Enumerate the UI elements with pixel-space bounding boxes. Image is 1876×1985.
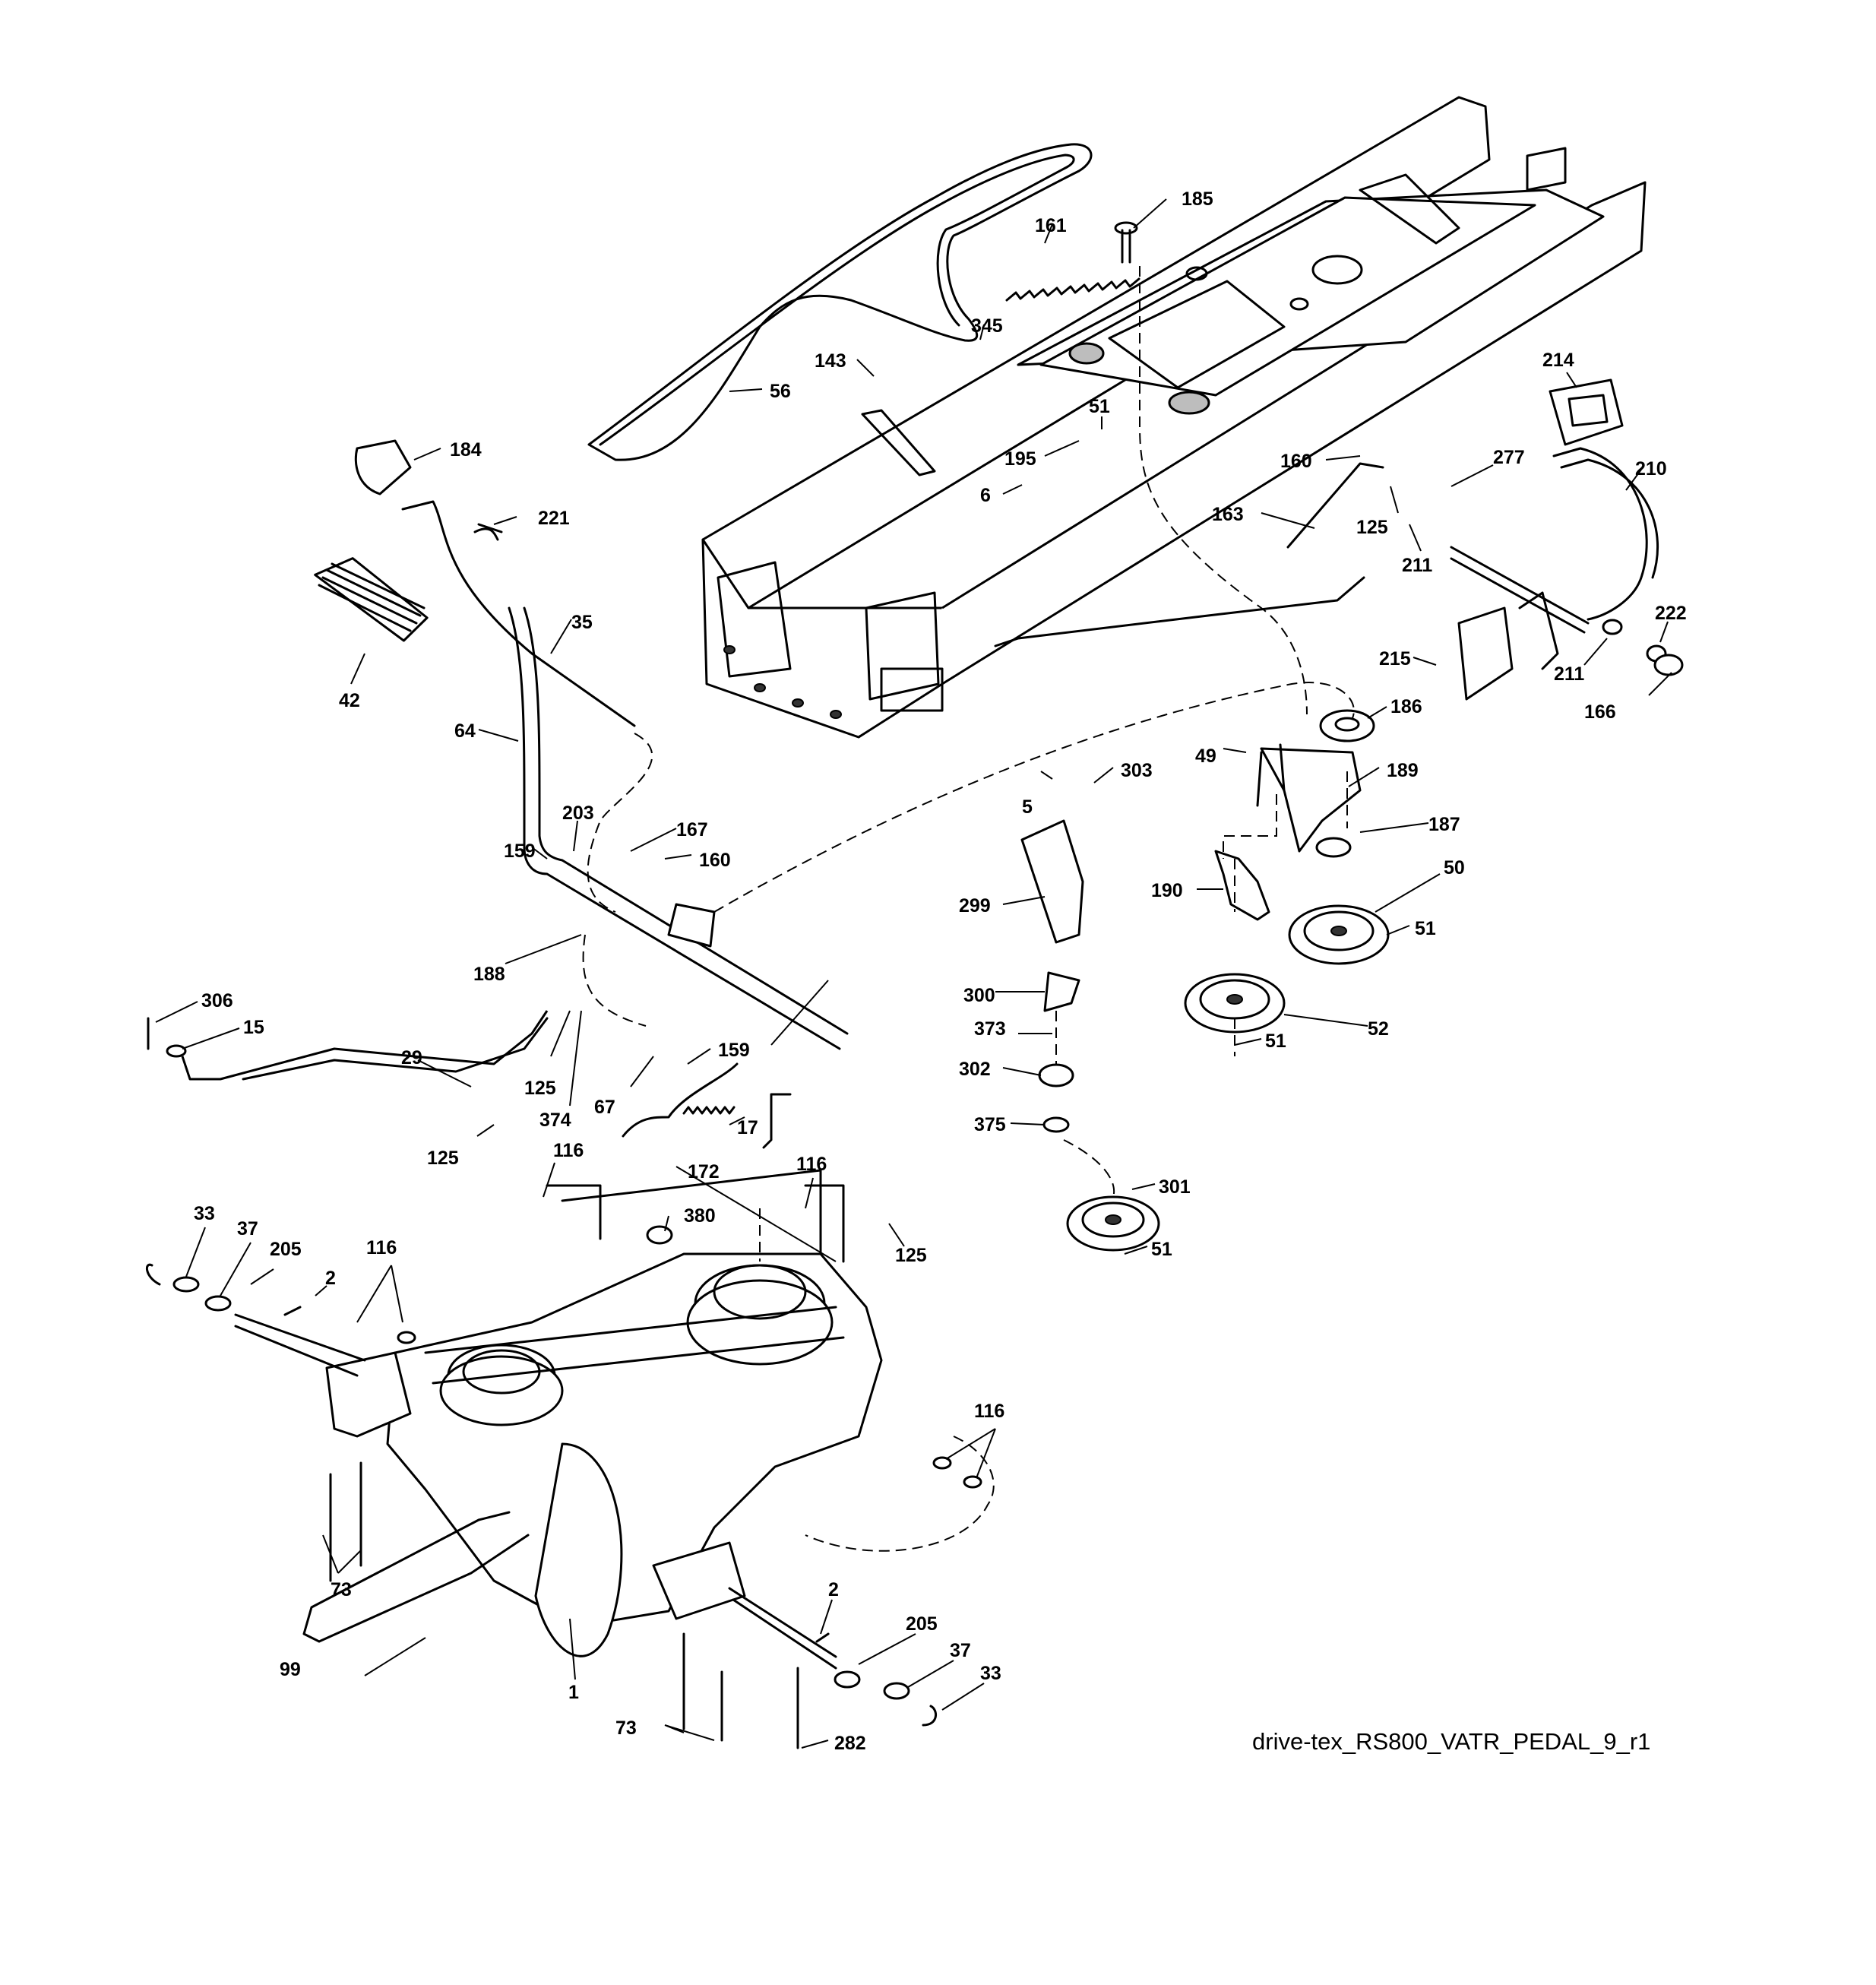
callout-375: 375 [974,1114,1006,1135]
callout-42: 42 [339,690,360,711]
callout-190: 190 [1151,880,1183,901]
callout-labels: 185 161 345 143 56 51 195 6 184 221 35 4… [194,188,1687,1754]
callout-33: 33 [194,1203,215,1224]
callout-56: 56 [770,381,791,402]
callout-51: 51 [1089,396,1110,417]
callout-345: 345 [971,315,1003,337]
frame-assembly [701,96,1647,739]
callout-380: 380 [684,1205,716,1227]
callout-188: 188 [473,964,505,985]
callout-116: 116 [366,1237,397,1258]
callout-214: 214 [1542,350,1574,371]
callout-50: 50 [1444,857,1465,879]
callout-172: 172 [688,1161,720,1182]
diagram-caption: drive-tex_RS800_VATR_PEDAL_9_r1 [1252,1728,1650,1755]
callout-6: 6 [980,485,991,506]
callout-302: 302 [959,1059,991,1080]
callout-187: 187 [1428,814,1460,835]
callout-5: 5 [1022,796,1033,818]
callout-205: 205 [906,1613,938,1635]
callout-2: 2 [828,1579,839,1600]
callout-99: 99 [280,1659,301,1680]
drive-belt [587,143,1093,461]
callout-195: 195 [1004,448,1036,470]
callout-160: 160 [699,850,731,871]
pedal-assembly [147,439,849,1149]
callout-373: 373 [974,1018,1006,1040]
callout-49: 49 [1195,746,1216,767]
spring-161 [1005,277,1140,302]
callout-160: 160 [1280,451,1312,472]
callout-210: 210 [1635,458,1667,480]
callout-116: 116 [974,1401,1004,1422]
callout-37: 37 [237,1218,258,1239]
callout-161: 161 [1035,215,1067,236]
callout-215: 215 [1379,648,1411,670]
callout-163: 163 [1212,504,1244,525]
callout-189: 189 [1387,760,1419,781]
callout-301: 301 [1159,1176,1191,1198]
hardware [145,1263,982,1749]
callout-1: 1 [568,1682,579,1703]
callout-143: 143 [815,350,846,372]
callout-64: 64 [454,720,476,742]
callout-125: 125 [895,1245,927,1266]
callout-116: 116 [553,1140,584,1161]
callout-67: 67 [594,1097,615,1118]
callout-211: 211 [1554,663,1584,685]
cruise-pedal-assembly [994,378,1684,701]
callout-125: 125 [524,1078,556,1099]
callout-167: 167 [676,819,708,841]
callout-282: 282 [834,1733,866,1754]
callout-73: 73 [615,1717,637,1739]
callout-222: 222 [1655,603,1687,624]
callout-35: 35 [571,612,593,633]
callout-211: 211 [1402,555,1432,576]
callout-300: 300 [963,985,995,1006]
callout-184: 184 [450,439,482,461]
callout-51: 51 [1265,1030,1286,1052]
callout-159: 159 [504,841,536,862]
callout-51: 51 [1151,1239,1172,1260]
callout-125: 125 [427,1148,459,1169]
callout-186: 186 [1390,696,1422,717]
transaxle [234,1169,883,1670]
callout-205: 205 [270,1239,302,1260]
callout-51: 51 [1415,918,1436,939]
callout-125: 125 [1356,517,1388,538]
callout-73: 73 [331,1579,352,1600]
leader-lines [155,198,1672,1749]
dashed-routing [582,266,1355,1552]
callout-2: 2 [325,1268,336,1289]
idler-pulleys [1020,709,1390,1252]
callout-221: 221 [538,508,570,529]
bolt-185 [1114,221,1138,264]
callout-29: 29 [401,1047,422,1068]
callout-166: 166 [1584,701,1616,723]
callout-374: 374 [539,1110,571,1131]
callout-52: 52 [1368,1018,1389,1040]
callout-33: 33 [980,1663,1001,1684]
callout-203: 203 [562,803,594,824]
callout-17: 17 [737,1117,758,1138]
callout-116: 116 [796,1154,827,1175]
callout-306: 306 [201,990,233,1011]
callout-37: 37 [950,1640,971,1661]
callout-185: 185 [1182,188,1213,210]
callout-159: 159 [718,1040,750,1061]
callout-277: 277 [1493,447,1525,468]
callout-15: 15 [243,1017,264,1038]
callout-299: 299 [959,895,991,917]
callout-303: 303 [1121,760,1153,781]
